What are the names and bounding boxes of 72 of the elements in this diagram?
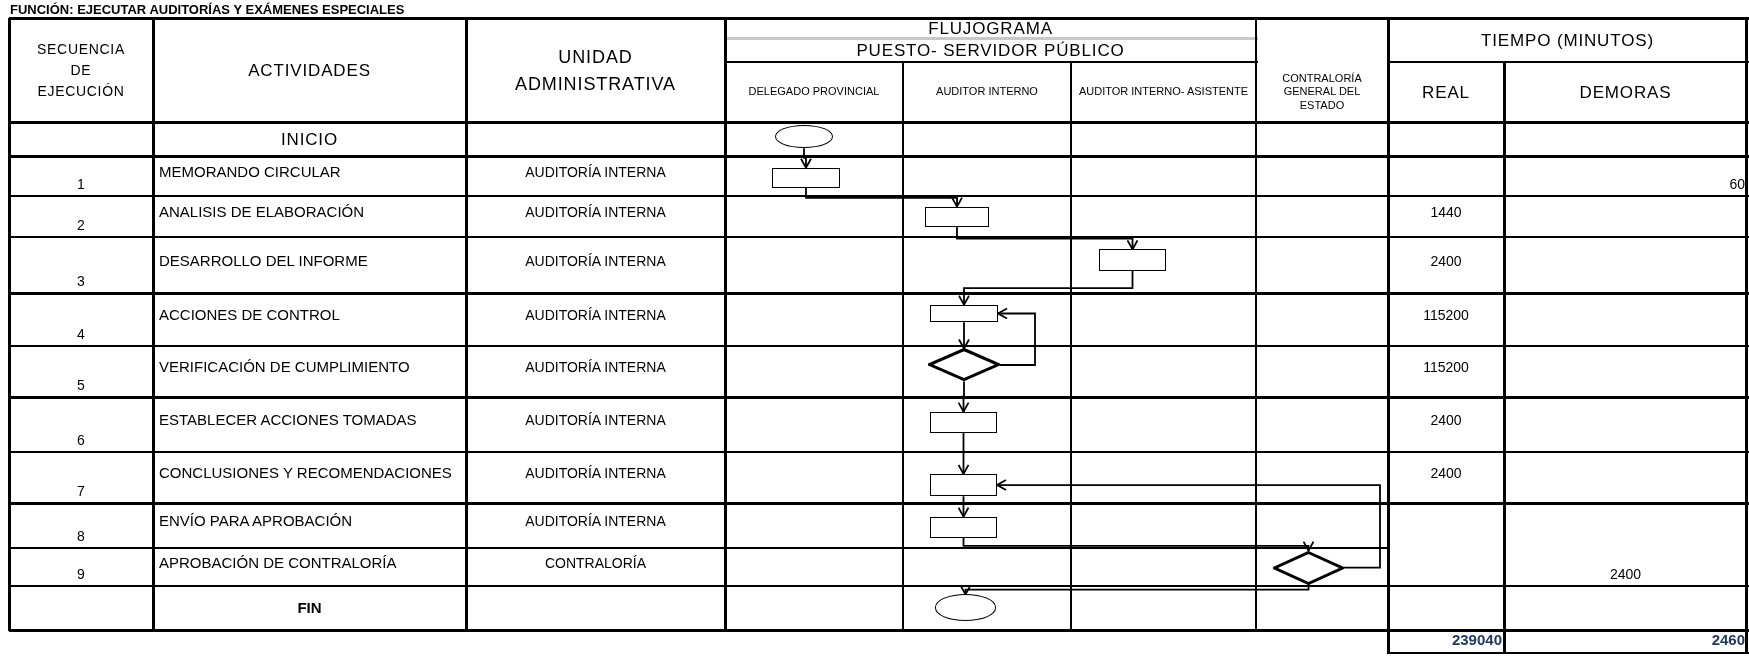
time-value: 2400 [1430, 251, 1462, 271]
column-header: ACTIVIDADES [248, 59, 371, 82]
arrow [962, 537, 1315, 552]
column-header: AUDITOR INTERNO [936, 85, 1038, 100]
process-box [772, 167, 840, 189]
activity-text: MEMORANDO CIRCULAR [159, 163, 341, 182]
column-header: PUESTO- SERVIDOR PÚBLICO [856, 39, 1125, 62]
activity-text: DESARROLLO DEL INFORME [159, 252, 368, 271]
arrow [800, 147, 812, 169]
activity-text: INICIO [280, 128, 338, 151]
process-box [925, 206, 989, 227]
unit-text: CONTRALORÍA [544, 553, 647, 573]
column-header: REAL [1422, 81, 1470, 103]
activity-text: ENVÍO PARA APROBACIÓN [159, 512, 353, 532]
time-value: 2400 [1430, 464, 1462, 484]
row-number: 2 [77, 215, 85, 235]
column-header: DEMORAS [1579, 81, 1672, 103]
arrow [958, 321, 970, 350]
row-number: 6 [77, 430, 85, 450]
process-box [930, 411, 997, 434]
activity-text: ACCIONES DE CONTROL [159, 306, 340, 326]
activity-text: CONCLUSIONES Y RECOMENDACIONES [159, 464, 452, 484]
row-number: 4 [77, 324, 85, 344]
column-header: FLUJOGRAMA [928, 18, 1053, 40]
page-title: FUNCIÓN: EJECUTAR AUDITORÍAS Y EXÁMENES ESPECIALES [10, 0, 405, 18]
row-number: 1 [77, 174, 85, 194]
total-value: 239040 [1451, 630, 1502, 651]
process-box [930, 473, 997, 497]
unit-text: AUDITORÍA INTERNA [525, 411, 666, 431]
row-number: 8 [77, 526, 85, 546]
column-header: TIEMPO (MINUTOS) [1481, 29, 1654, 51]
activity-text: APROBACIÓN DE CONTRALORÍA [159, 553, 397, 573]
column-header: SECUENCIA DE EJECUCIÓN [36, 40, 126, 101]
arrow [996, 479, 1381, 569]
process-box [930, 516, 997, 538]
time-value: 2400 [1609, 564, 1642, 584]
unit-text: AUDITORÍA INTERNA [525, 251, 666, 271]
row-number: 3 [77, 272, 85, 292]
activity-text: FIN [297, 598, 322, 619]
process-box [1099, 249, 1166, 271]
time-value: 115200 [1423, 358, 1469, 378]
activity-text: ESTABLECER ACCIONES TOMADAS [159, 411, 417, 431]
column-header: DELEGADO PROVINCIAL [748, 85, 880, 100]
row-number: 7 [77, 482, 85, 501]
arrow [957, 495, 970, 518]
total-value: 2460 [1711, 630, 1745, 651]
arrow [956, 226, 1139, 251]
activity-text: ANALISIS DE ELABORACIÓN [159, 203, 365, 223]
row-number: 5 [77, 376, 85, 396]
terminal-oval [935, 594, 996, 621]
time-value: 2400 [1430, 411, 1462, 431]
arrow [805, 187, 963, 208]
arrow [957, 380, 970, 413]
column-header: CONTRALORÍA GENERAL DEL ESTADO [1281, 71, 1363, 113]
time-value: 1440 [1430, 203, 1462, 223]
terminal-oval [775, 124, 833, 149]
arrow [997, 307, 1036, 366]
unit-text: AUDITORÍA INTERNA [525, 162, 666, 182]
column-header: AUDITOR INTERNO- ASISTENTE [1078, 85, 1249, 100]
unit-text: AUDITORÍA INTERNA [525, 464, 666, 484]
unit-text: AUDITORÍA INTERNA [525, 203, 666, 223]
arrow [958, 269, 1134, 306]
column-header: UNIDAD ADMINISTRATIVA [514, 45, 677, 96]
row-number: 9 [77, 564, 85, 584]
time-value: 60 [1729, 174, 1745, 194]
activity-text: VERIFICACIÓN DE CUMPLIMIENTO [159, 358, 410, 378]
arrow [957, 432, 970, 475]
time-value: 115200 [1423, 306, 1469, 326]
unit-text: AUDITORÍA INTERNA [525, 306, 666, 326]
unit-text: AUDITORÍA INTERNA [525, 358, 666, 378]
process-box [930, 304, 998, 323]
unit-text: AUDITORÍA INTERNA [525, 512, 666, 532]
